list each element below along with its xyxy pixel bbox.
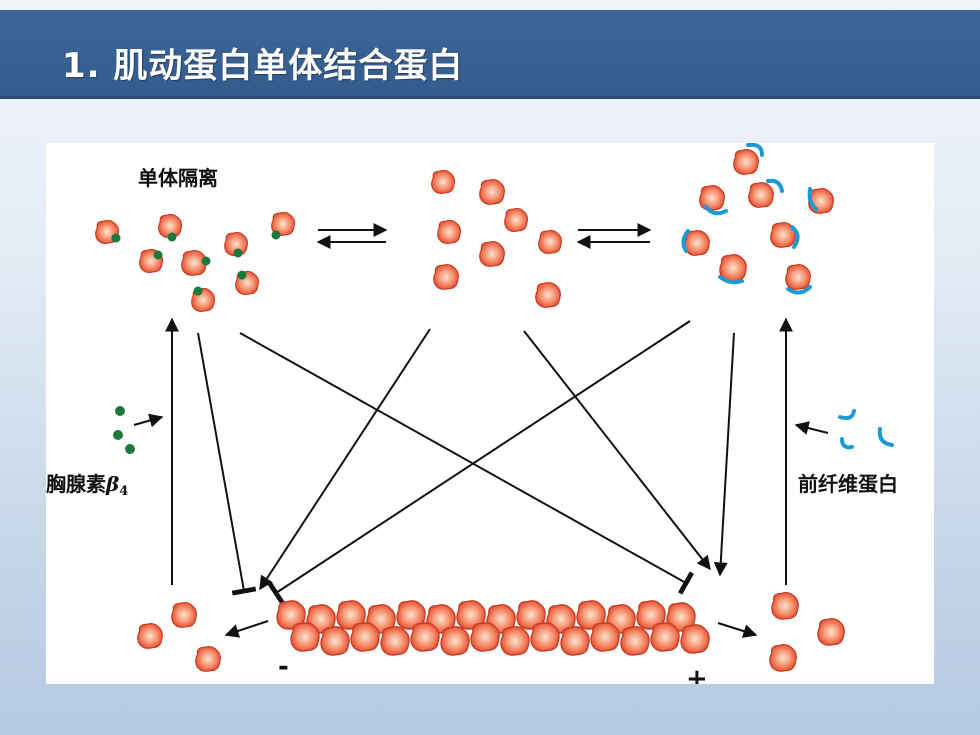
actin-monomer-icon (771, 592, 799, 620)
equilibrium-arrows-icon (316, 223, 388, 249)
profilin-cap-icon (877, 427, 894, 447)
profilin-cap-icon (786, 285, 812, 295)
actin-monomer-icon (748, 181, 774, 208)
thymosin-dot-icon (167, 232, 177, 242)
actin-monomer-icon (817, 618, 845, 646)
thymosin-dot-icon (237, 270, 247, 280)
thymosin-dot-icon (111, 233, 121, 243)
inhibit-plus-from-sequestered (239, 332, 694, 595)
inhibit-minus-from-sequestered (197, 332, 257, 596)
actin-monomer-icon (195, 645, 221, 672)
actin-monomer-icon (769, 644, 797, 672)
free-monomer-cluster (431, 169, 563, 308)
thymosin-dot-icon (271, 230, 281, 240)
profilin-cap-icon (704, 205, 728, 216)
profilin-cap-icon (790, 225, 800, 249)
title-bar: 1. 肌动蛋白单体结合蛋白 (0, 10, 980, 99)
actin-monomer-icon (733, 148, 759, 175)
actin-monomer-icon (479, 178, 505, 205)
actin-diagram: 单体隔离 (46, 142, 898, 694)
profilin-cap-icon (718, 275, 744, 285)
thymosin-dot-icon (233, 248, 243, 258)
thymosin-dot-icon (115, 406, 125, 416)
actin-monomer-icon (137, 622, 163, 649)
label-profilin: 前纤维蛋白 (798, 472, 898, 496)
released-monomers-left (137, 601, 269, 672)
thymosin-beta4-molecules (113, 406, 164, 454)
inhibit-minus-from-profilin (267, 320, 691, 605)
profilin-molecules (794, 409, 894, 450)
actin-monomer-icon (535, 281, 561, 308)
profilin-cap-icon (746, 142, 764, 157)
profilin-cap-icon (766, 178, 784, 193)
label-plus-end: + (686, 664, 708, 684)
arrow-free-to-minus (259, 328, 431, 591)
actin-monomer-icon (719, 254, 747, 282)
profilin-cap-icon (838, 409, 856, 421)
arrow-profilin-to-plus (713, 332, 735, 577)
thymosin-dot-icon (201, 256, 211, 266)
actin-monomer-icon (785, 263, 811, 291)
slide-title: 1. 肌动蛋白单体结合蛋白 (62, 46, 464, 86)
actin-monomer-icon (699, 184, 725, 211)
profilin-cap-icon (840, 437, 854, 450)
label-monomer-sequestration: 单体隔离 (138, 166, 218, 190)
actin-monomer-icon (431, 169, 456, 195)
sequestered-monomer-cluster (95, 211, 295, 312)
thymosin-dot-icon (193, 286, 203, 296)
profilin-bound-monomer-cluster (681, 142, 834, 295)
label-thymosin: 胸腺素β4 (46, 472, 128, 499)
thymosin-dot-icon (153, 250, 163, 260)
actin-monomer-icon (433, 263, 459, 290)
profilin-cap-icon (681, 229, 690, 253)
top-strip (0, 0, 980, 10)
profilin-cap-icon (807, 187, 818, 211)
actin-monomer-icon (538, 229, 563, 255)
actin-monomer-icon (437, 219, 462, 245)
actin-filament (276, 600, 710, 656)
thymosin-dot-icon (113, 430, 123, 440)
label-minus-end: - (278, 652, 289, 682)
actin-monomer-icon (479, 240, 505, 267)
equilibrium-arrows-icon (576, 223, 652, 249)
diagram-panel: 单体隔离 (46, 142, 934, 694)
added-monomers-right (717, 592, 845, 672)
arrow-free-to-plus (523, 330, 711, 571)
thymosin-dot-icon (125, 444, 135, 454)
actin-monomer-icon (171, 601, 197, 628)
actin-monomer-icon (504, 207, 529, 233)
actin-monomer-icon (684, 229, 710, 256)
